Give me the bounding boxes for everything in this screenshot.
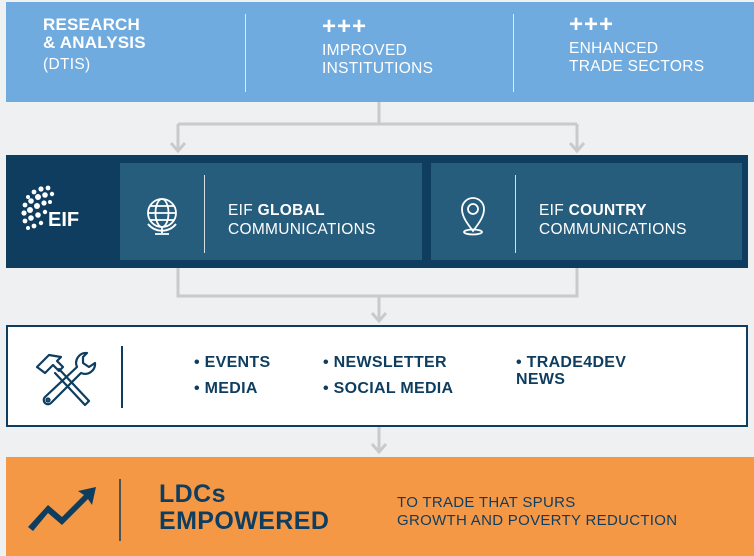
eif-logo-text: EIF — [48, 209, 79, 231]
globe-icon — [147, 198, 177, 235]
enhanced-sectors-block: +++ ENHANCED TRADE SECTORS — [569, 11, 705, 114]
activity-trade4dev-news: • TRADE4DEV NEWS — [516, 354, 627, 388]
research-analysis-block: RESEARCH & ANALYSIS (DTIS) — [43, 16, 146, 116]
global-prefix: EIF — [228, 202, 258, 219]
sectors-label: ENHANCED TRADE SECTORS — [569, 40, 705, 75]
eif-communications-band: EIF EIF GLOBAL COMMUNICATIONS — [6, 155, 748, 268]
institutions-label: IMPROVED INSTITUTIONS — [322, 42, 434, 77]
outcome-subtitle: TO TRADE THAT SPURS GROWTH AND POVERTY R… — [397, 494, 678, 529]
eif-global-communications: EIF GLOBAL COMMUNICATIONS — [120, 163, 422, 260]
country-suffix: COMMUNICATIONS — [539, 221, 687, 238]
inputs-band: RESEARCH & ANALYSIS (DTIS) +++ IMPROVED … — [6, 2, 754, 102]
divider — [513, 14, 514, 92]
divider — [515, 175, 516, 253]
ldcs-empowered-title: LDCs EMPOWERED — [159, 480, 330, 535]
divider — [245, 14, 246, 92]
research-title: RESEARCH & ANALYSIS — [43, 15, 146, 52]
plus-marks: +++ — [569, 11, 615, 38]
improved-institutions-block: +++ IMPROVED INSTITUTIONS — [322, 13, 434, 116]
activity-newsletter: • NEWSLETTER — [323, 354, 447, 371]
global-communications-label: EIF GLOBAL COMMUNICATIONS — [228, 201, 376, 239]
divider — [119, 479, 121, 541]
activity-social-media: • SOCIAL MEDIA — [323, 380, 454, 397]
global-bold: GLOBAL — [257, 202, 325, 219]
plus-marks: +++ — [322, 13, 368, 40]
global-suffix: COMMUNICATIONS — [228, 221, 376, 238]
research-subtitle: (DTIS) — [43, 56, 91, 73]
divider — [204, 175, 205, 253]
country-communications-label: EIF COUNTRY COMMUNICATIONS — [539, 201, 687, 239]
divider — [121, 346, 123, 408]
eif-country-communications: EIF COUNTRY COMMUNICATIONS — [431, 163, 742, 260]
country-prefix: EIF — [539, 202, 569, 219]
tools-icon — [35, 351, 97, 407]
activities-box: • EVENTS • MEDIA • NEWSLETTER • SOCIAL M… — [6, 325, 748, 427]
outcome-band: LDCs EMPOWERED TO TRADE THAT SPURS GROWT… — [6, 457, 754, 556]
activity-events: • EVENTS — [194, 354, 271, 371]
eif-logo: EIF — [21, 185, 79, 231]
activity-media: • MEDIA — [194, 380, 258, 397]
location-pin-icon — [461, 197, 485, 236]
country-bold: COUNTRY — [568, 202, 647, 219]
trend-up-icon — [28, 487, 96, 531]
